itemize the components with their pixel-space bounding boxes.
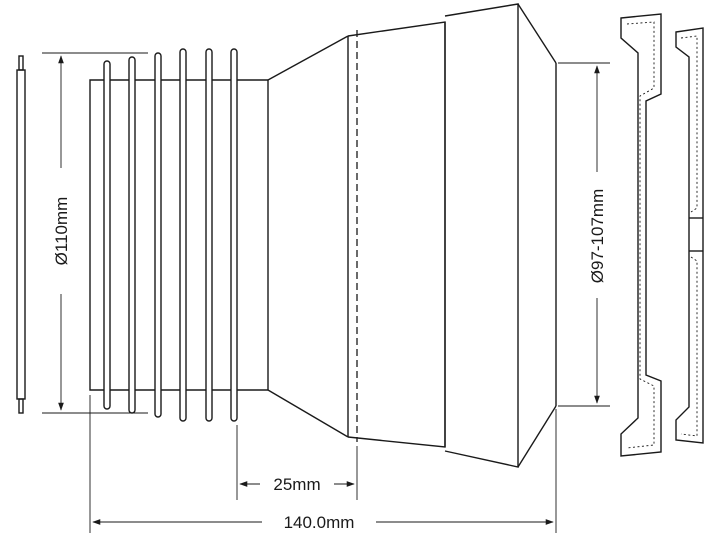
left-sealing-ring (16, 55, 26, 414)
inlet-diameter-label: Ø110mm (52, 197, 71, 266)
overall-length-label: 140.0mm (284, 513, 355, 532)
outlet-ring (675, 27, 704, 444)
inlet-diameter-dimension: Ø110mm (42, 52, 148, 414)
outlet-diameter-label: Ø97-107mm (588, 189, 607, 283)
outlet-diameter-dimension: Ø97-107mm (558, 62, 610, 407)
overall-length-dimension: 140.0mm (89, 395, 557, 533)
ribbed-inlet (89, 48, 268, 422)
insert-depth-label: 25mm (273, 475, 320, 494)
outlet-seal (620, 13, 662, 457)
insert-depth-dimension: 25mm (236, 425, 358, 500)
connector-body (267, 3, 557, 468)
